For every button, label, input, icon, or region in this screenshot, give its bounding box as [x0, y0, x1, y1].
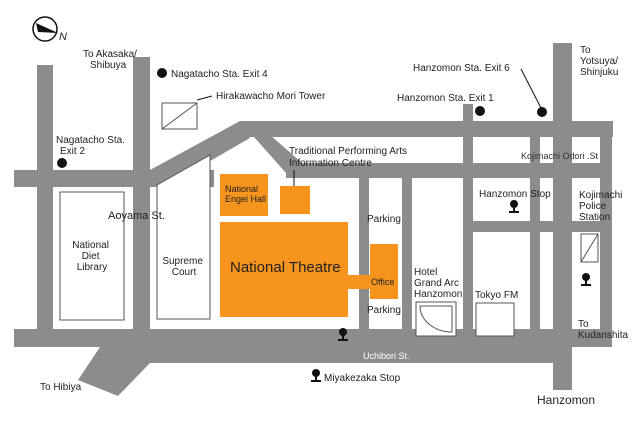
road-to-hibiya: [78, 347, 168, 396]
compass-north-label: N: [59, 31, 67, 43]
police-bus-stop-icon: [581, 273, 591, 286]
aoyama-st-label: Aoyama St.: [108, 210, 165, 222]
road-network: [14, 43, 613, 396]
bus-stop-markers: [311, 200, 591, 382]
engei-hall-label: National Engei Hall: [225, 184, 266, 204]
to-kudanshita-label: To Kudanshita: [578, 319, 628, 341]
national-theatre-label: National Theatre: [230, 259, 341, 276]
grand-arc-label: Hotel Grand Arc Hanzomon: [414, 267, 462, 300]
station-markers: [57, 68, 547, 168]
tokyo-fm-outline: [475, 302, 515, 337]
diet-library-outline: [59, 191, 125, 321]
road-tokyofm-vertical: [464, 178, 473, 329]
station-labels: Nagatacho Sta. Exit 4 Nagatacho Sta. Exi…: [56, 63, 510, 157]
exit6-leader: [520, 68, 542, 109]
parking-top-label: Parking: [367, 214, 401, 225]
road-exit6-vertical: [530, 121, 540, 347]
tokyo-fm-label: Tokyo FM: [475, 290, 518, 301]
supreme-court-outline: [156, 154, 211, 320]
mori-tower-label: Hirakawacho Mori Tower: [216, 91, 326, 102]
road-hanzomon-vertical: [553, 43, 572, 390]
miyakezaka-stop-label: Miyakezaka Stop: [324, 373, 401, 384]
hanzomon-exit1-label: Hanzomon Sta. Exit 1: [397, 93, 494, 104]
hanzomon-exit1-marker: [475, 106, 485, 116]
road-aoyama-diagonal: [150, 121, 250, 187]
info-centre-label: Traditional Performing Arts Information …: [289, 146, 410, 169]
miyakezaka-bus-stop-icon: [311, 369, 321, 382]
to-akasaka-label: To Akasaka/ Shibuya: [83, 49, 140, 71]
nagatacho-exit4-label: Nagatacho Sta. Exit 4: [171, 69, 268, 80]
road-akasaka-vertical: [133, 57, 150, 357]
building-outlines: [59, 102, 599, 337]
nagatacho-exit2-marker: [57, 158, 67, 168]
venue-buildings: [220, 174, 398, 317]
road-left-vertical: [37, 65, 53, 347]
theatre-bus-stop-icon: [338, 328, 348, 341]
compass-icon: N: [32, 16, 67, 43]
road-upper-diagonal: [246, 128, 302, 173]
diet-library-label: National Diet Library: [72, 240, 111, 273]
road-right-vertical: [600, 121, 612, 347]
office-block: [370, 244, 398, 299]
police-station-label: Kojimachi Police Station: [579, 190, 625, 223]
theatre-connector: [347, 275, 371, 289]
hanzomon-area-label: Hanzomon: [537, 393, 595, 407]
national-theatre: [220, 222, 348, 317]
hanzomon-bus-stop-icon: [509, 200, 519, 213]
hanzomon-exit6-marker: [537, 107, 547, 117]
national-engei-hall: [220, 174, 268, 216]
office-label: Office: [371, 277, 394, 287]
destination-labels: To Akasaka/ Shibuya To Yotsuya/ Shinjuku…: [40, 45, 628, 407]
road-parking-vertical-1: [359, 178, 369, 329]
mori-tower-leader: [196, 95, 213, 101]
parking-bottom-label: Parking: [367, 305, 401, 316]
supreme-court-label: Supreme Court: [162, 256, 205, 278]
uchibori-st-label: Uchibori St.: [363, 351, 410, 361]
crossing-marks: [152, 129, 163, 144]
road-uchibori-lower: [150, 347, 553, 363]
road-upper-horizontal: [240, 121, 613, 137]
hanzomon-stop-label: Hanzomon Stop: [479, 189, 551, 200]
nagatacho-exit2-label: Nagatacho Sta. Exit 2: [56, 135, 128, 157]
road-parking-vertical-2: [402, 178, 412, 329]
kojimachi-odori-label: Kojimachi Odori .St: [521, 151, 599, 161]
info-centre-block: [280, 186, 310, 214]
hanzomon-exit6-label: Hanzomon Sta. Exit 6: [413, 63, 510, 74]
road-uchibori-st: [14, 329, 604, 347]
to-hibiya-label: To Hibiya: [40, 382, 82, 393]
to-yotsuya-label: To Yotsuya/ Shinjuku: [580, 45, 621, 78]
nagatacho-exit4-marker: [157, 68, 167, 78]
